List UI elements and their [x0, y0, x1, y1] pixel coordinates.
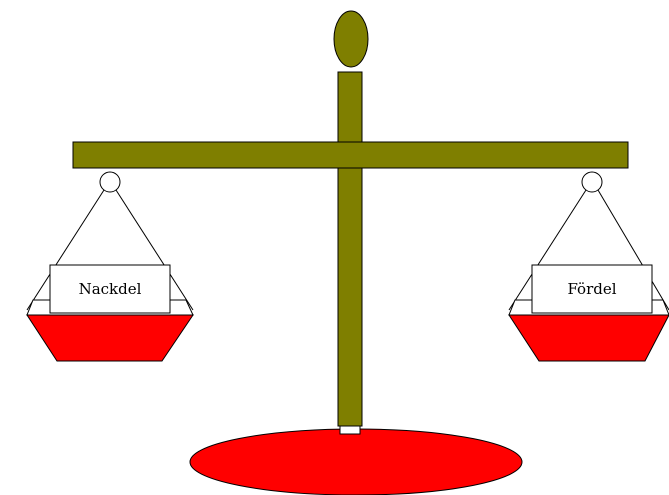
finial-icon [333, 10, 369, 68]
left-pan-string [115, 189, 194, 311]
scale-post [337, 167, 363, 427]
right-pan-label-box [531, 264, 653, 314]
hanging-ring-icon [581, 171, 603, 193]
hanging-ring-icon [99, 171, 121, 193]
right-pan-string [597, 189, 669, 311]
right-pan-label: Fördel [567, 280, 616, 298]
scale-beam [72, 141, 629, 169]
left-pan-assembly: Nackdel [26, 171, 194, 362]
upper-post [337, 71, 363, 145]
left-pan-string [26, 189, 105, 311]
right-pan-string [508, 189, 587, 311]
post-foot [339, 425, 361, 435]
left-pan-label-box [49, 264, 171, 314]
right-pan [508, 314, 669, 362]
left-pan-label: Nackdel [79, 280, 142, 298]
right-pan-assembly: Fördel [508, 171, 669, 362]
scale-base [189, 428, 523, 495]
left-pan [26, 314, 194, 362]
